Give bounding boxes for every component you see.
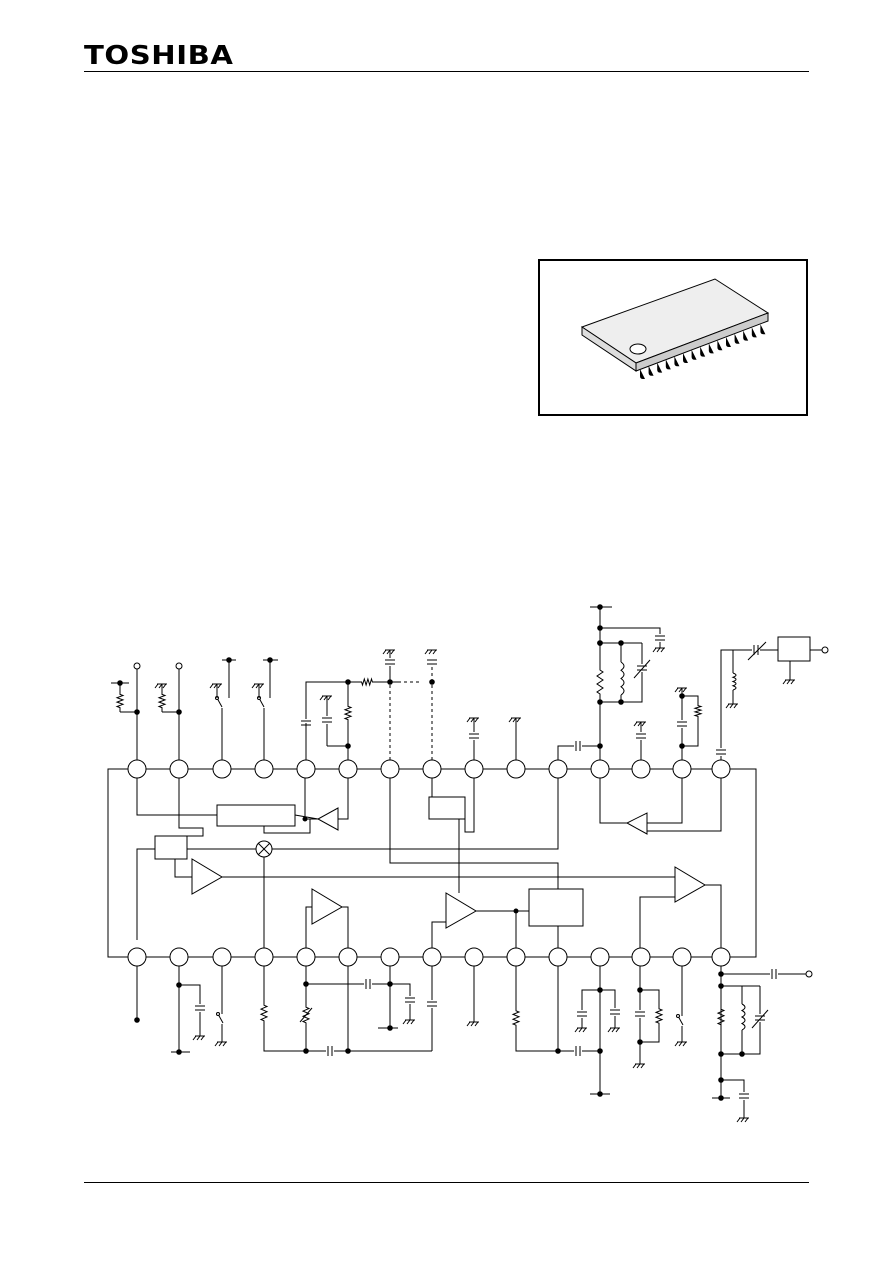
variable-arrow bbox=[747, 641, 767, 661]
ic-pin-bottom bbox=[506, 947, 526, 967]
ic-pin-top bbox=[422, 759, 442, 779]
package-lead bbox=[648, 365, 654, 376]
ic-pin-top bbox=[169, 759, 189, 779]
ic-pin-bottom bbox=[464, 947, 484, 967]
package-lead bbox=[760, 324, 766, 335]
package-lead bbox=[726, 337, 731, 347]
header-rule bbox=[84, 71, 809, 72]
amp-3-icon bbox=[311, 888, 343, 925]
package-lead bbox=[717, 340, 723, 351]
ic-pin-bottom bbox=[296, 947, 316, 967]
inductor-icon bbox=[620, 661, 625, 696]
ic-pin-bottom bbox=[338, 947, 358, 967]
resistor-icon bbox=[511, 1006, 521, 1030]
package-lead bbox=[674, 356, 680, 367]
ic-pin-bottom bbox=[127, 947, 147, 967]
variable-arrow bbox=[751, 1009, 769, 1029]
terminal bbox=[133, 662, 141, 670]
resistor-icon bbox=[259, 1000, 269, 1026]
ic-pin-top bbox=[711, 759, 731, 779]
resistor-icon bbox=[596, 662, 604, 702]
package-image-frame bbox=[538, 259, 808, 416]
resistor-icon bbox=[716, 1004, 726, 1030]
ic-pin-bottom bbox=[254, 947, 274, 967]
internal-block-mid bbox=[428, 796, 466, 820]
resistor-icon bbox=[157, 690, 167, 712]
variable-arrow bbox=[299, 1007, 313, 1023]
package-lead bbox=[700, 346, 706, 357]
ic-pin-bottom bbox=[631, 947, 651, 967]
brand-logo: TOSHIBA bbox=[84, 41, 234, 71]
package-lead bbox=[691, 349, 697, 360]
internal-block-left bbox=[154, 835, 188, 860]
package-lead bbox=[708, 343, 714, 354]
junction-dot bbox=[134, 1017, 140, 1023]
ic-pin-bottom bbox=[672, 947, 692, 967]
package-lead bbox=[665, 359, 671, 370]
amp-6-icon bbox=[625, 812, 648, 835]
ic-pin-top bbox=[548, 759, 568, 779]
ic-pin-top bbox=[631, 759, 651, 779]
amp-5-icon bbox=[674, 866, 706, 903]
ic-pin-top bbox=[296, 759, 316, 779]
inductor-icon bbox=[731, 672, 737, 691]
package-lead bbox=[640, 369, 645, 379]
package-lead bbox=[683, 353, 688, 363]
ic-pin-bottom bbox=[212, 947, 232, 967]
terminal bbox=[175, 662, 183, 670]
ic-pin-top bbox=[506, 759, 526, 779]
terminal bbox=[821, 646, 829, 654]
ic-pin-bottom bbox=[422, 947, 442, 967]
ic-pin-bottom bbox=[711, 947, 731, 967]
internal-block-right bbox=[528, 888, 584, 927]
ic-pin-top bbox=[254, 759, 274, 779]
junction-dot bbox=[117, 680, 123, 686]
package-lead bbox=[657, 362, 663, 373]
ic-pin-bottom bbox=[590, 947, 610, 967]
ic-pin-top bbox=[338, 759, 358, 779]
amp-2-icon bbox=[191, 858, 223, 895]
package-lead bbox=[734, 333, 740, 344]
amp-4-icon bbox=[445, 892, 477, 929]
resistor-icon bbox=[115, 690, 125, 712]
resistor-icon bbox=[654, 1004, 664, 1028]
resistor-icon bbox=[693, 702, 703, 720]
ic-pin-bottom bbox=[169, 947, 189, 967]
resistor-icon bbox=[343, 702, 353, 724]
ic-pin-top bbox=[672, 759, 692, 779]
ic-pin-bottom bbox=[548, 947, 568, 967]
footer-rule bbox=[84, 1182, 809, 1183]
package-lead bbox=[743, 330, 749, 341]
amp-1-icon bbox=[316, 807, 339, 831]
package-lead bbox=[751, 327, 757, 338]
ic-pin-bottom bbox=[380, 947, 400, 967]
ic-pin-top bbox=[464, 759, 484, 779]
terminal bbox=[805, 970, 813, 978]
sop-ic-package-icon bbox=[580, 278, 770, 379]
ic-pin-top bbox=[380, 759, 400, 779]
inductor-icon bbox=[740, 1003, 746, 1031]
filter-block bbox=[777, 636, 811, 662]
ic-pin-top bbox=[127, 759, 147, 779]
ic-pin-top bbox=[212, 759, 232, 779]
internal-block-upper bbox=[216, 804, 296, 827]
resistor-icon bbox=[358, 677, 376, 687]
ic-pin-top bbox=[590, 759, 610, 779]
variable-arrow bbox=[633, 659, 651, 679]
